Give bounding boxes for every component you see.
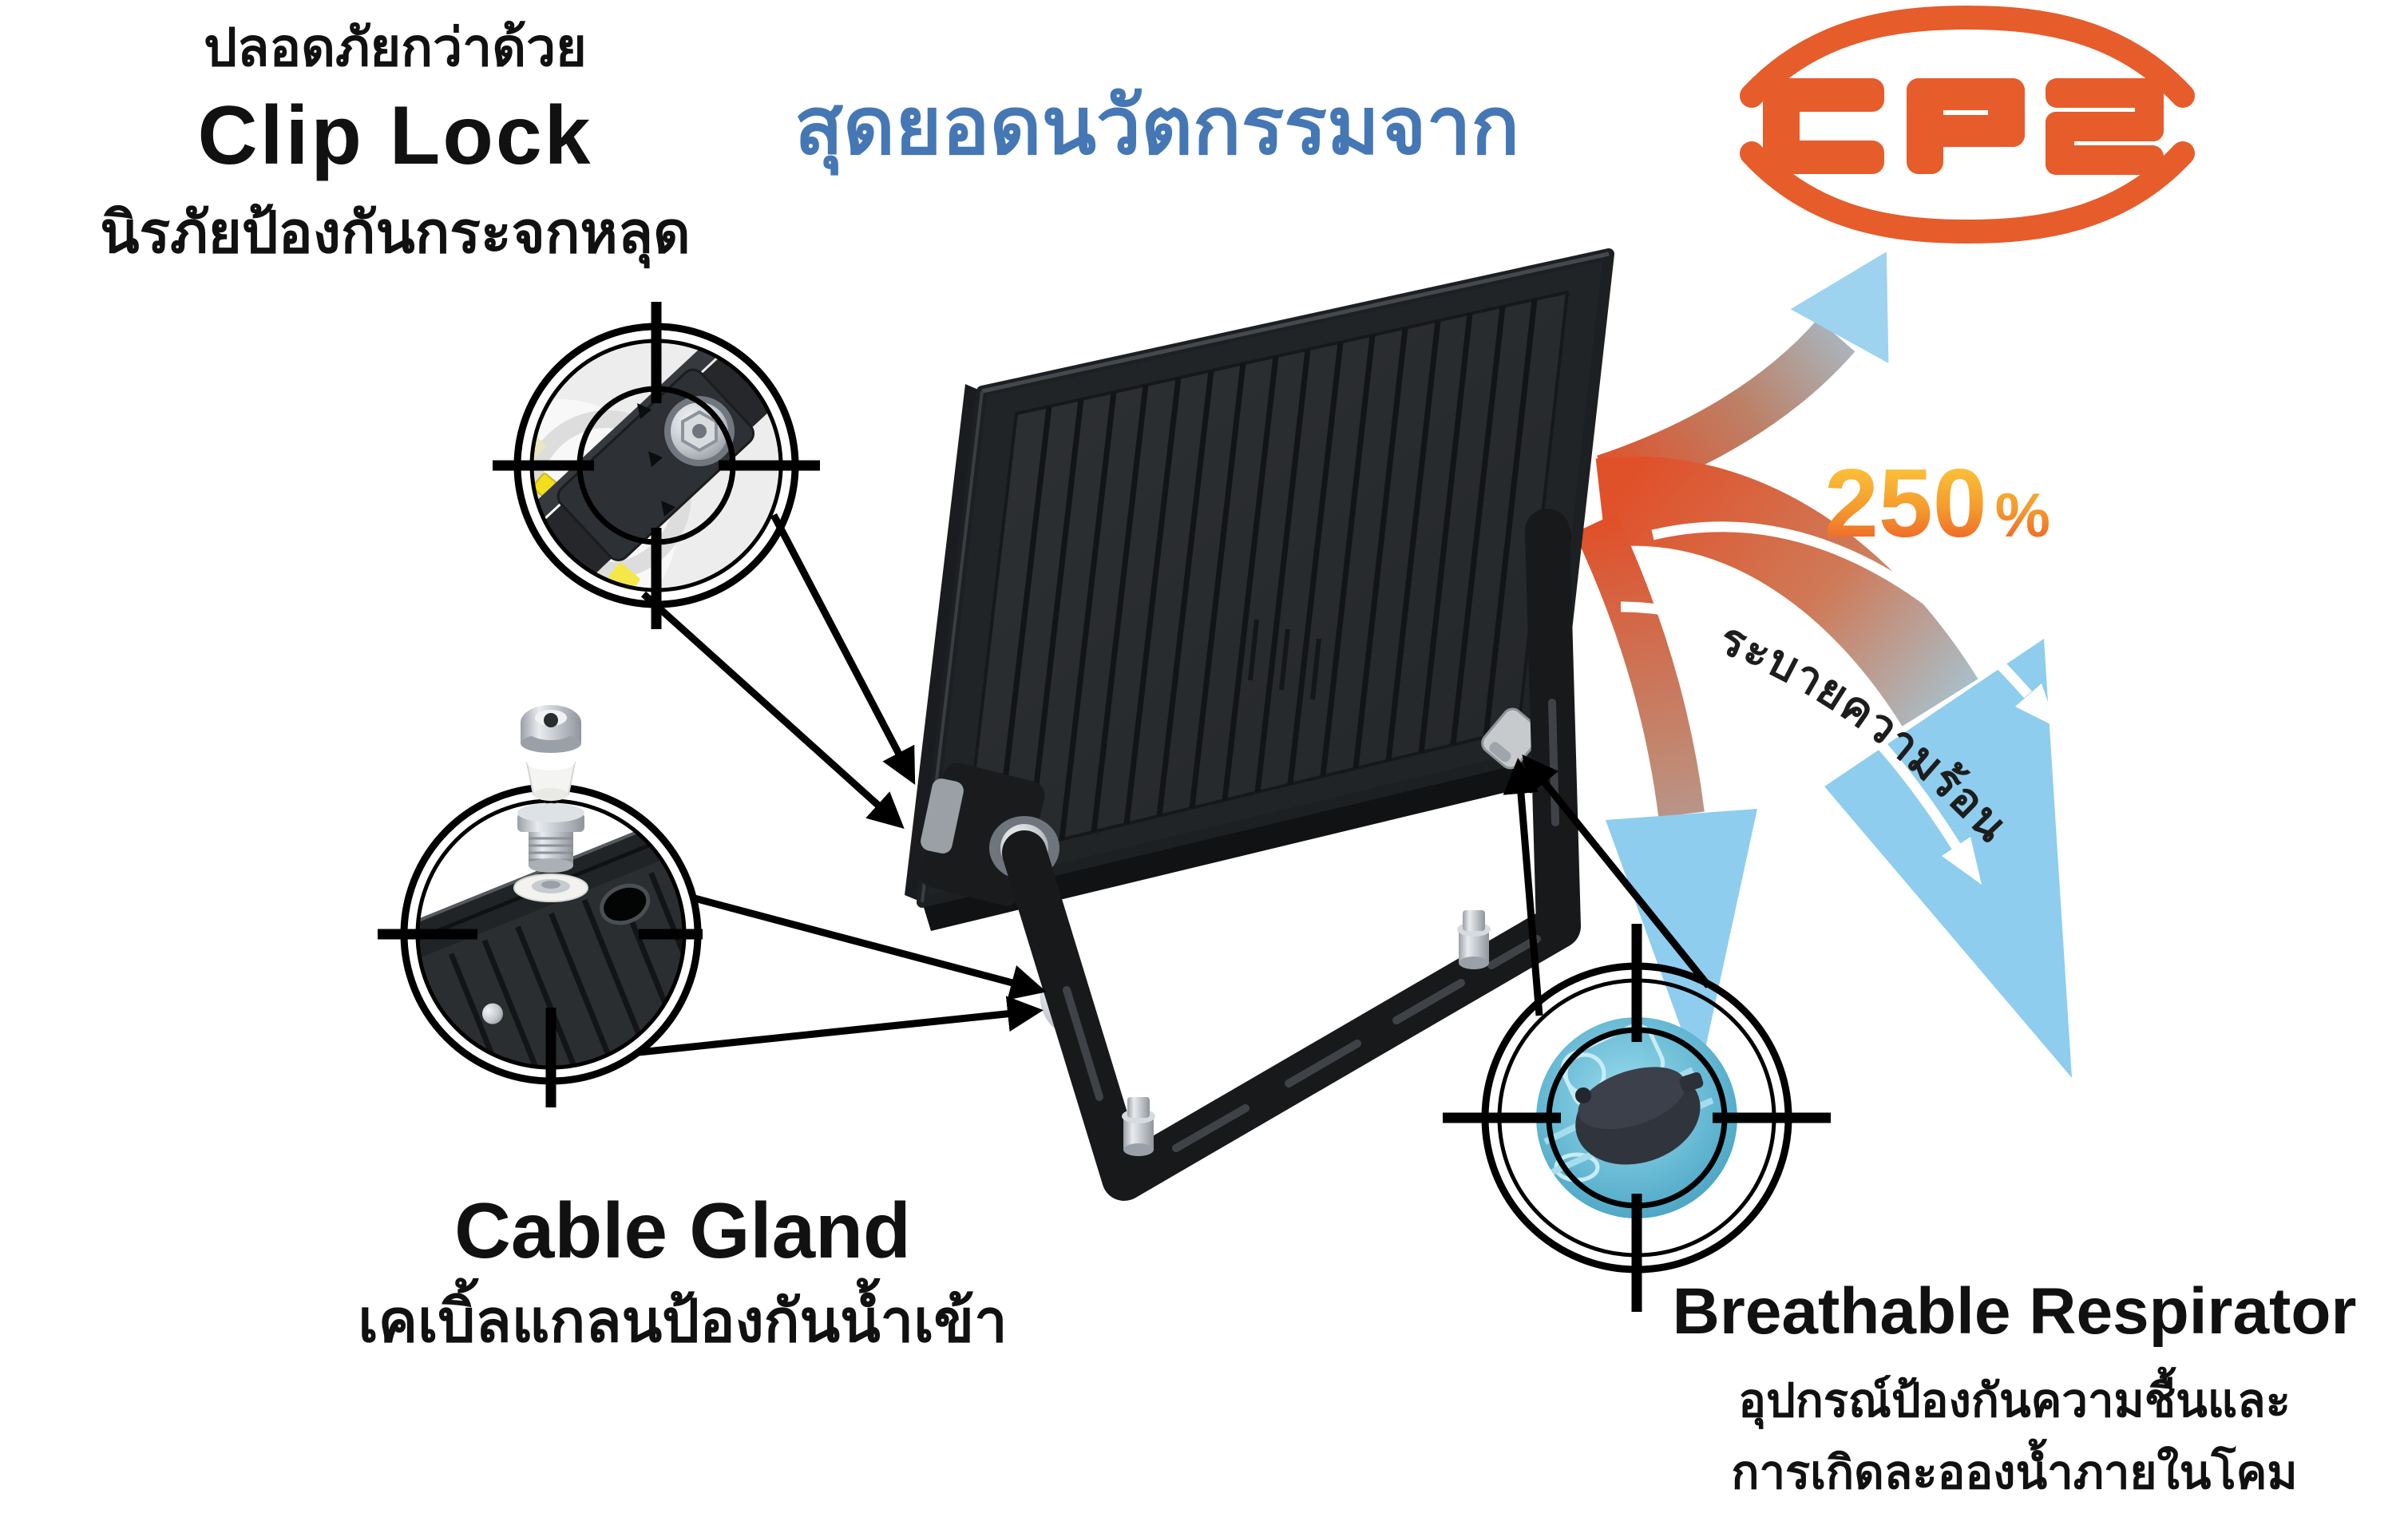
bracket-bolt-right bbox=[1457, 910, 1491, 969]
bracket-slots bbox=[1063, 699, 1559, 1152]
respirator-valve bbox=[1574, 1067, 1704, 1165]
floodlight bbox=[905, 248, 1614, 1201]
cliplock-text-block: ปลอดภัยกว่าด้วย Clip Lock นิรภัยป้องกันก… bbox=[48, 21, 743, 262]
cable-gland-text-block: Cable Gland เคเบิ้ลแกลนป้องกันน้ำเข้า bbox=[255, 1191, 1110, 1351]
respirator-reticle bbox=[1443, 924, 1831, 1312]
leader-gland-1 bbox=[690, 893, 1047, 1000]
cps-logo-letters bbox=[1763, 78, 2164, 175]
cps-logo-arcs bbox=[1740, 5, 2195, 244]
respirator-text-block: Breathable Respirator อุปกรณ์ป้องกันความ… bbox=[1621, 1279, 2408, 1509]
white-arrow-1-head bbox=[2015, 683, 2057, 727]
heat-arrow-down bbox=[1574, 513, 1705, 818]
cliplock-callout bbox=[493, 302, 820, 629]
respirator-description-line1: อุปกรณ์ป้องกันความชื้นและ bbox=[1738, 1375, 2291, 1427]
respirator-callout-photo bbox=[1536, 1017, 1737, 1218]
white-arrow-1 bbox=[1651, 521, 2032, 699]
leader-respirator-2 bbox=[1522, 754, 1712, 988]
heatsink-fins bbox=[993, 299, 1538, 856]
cable-gland-title: Cable Gland bbox=[454, 1186, 911, 1274]
cliplock-callout-photo bbox=[530, 339, 782, 592]
leader-respirator-1 bbox=[1503, 758, 1543, 1016]
leader-lines bbox=[638, 513, 1712, 1056]
respirator-description: อุปกรณ์ป้องกันความชื้นและ การเกิดละอองน้… bbox=[1621, 1365, 2408, 1509]
clip-teeth bbox=[637, 403, 675, 517]
lamp-bottom-face bbox=[922, 751, 1563, 931]
mounting-bracket bbox=[1002, 509, 1581, 1201]
cps-logo: CPS bbox=[1740, 5, 2195, 244]
cliplock-tagline: ปลอดภัยกว่าด้วย bbox=[204, 18, 587, 77]
lamp-top-edge-highlight bbox=[981, 252, 1610, 394]
leader-cliplock-2 bbox=[640, 591, 905, 830]
white-arrow-2-head bbox=[1942, 837, 1982, 885]
bracket-bolt-left bbox=[1122, 1097, 1155, 1156]
cable-gland-callout bbox=[378, 705, 703, 1107]
heat-arrow-down-head bbox=[1606, 809, 1757, 1078]
respirator-callout bbox=[1443, 924, 1831, 1312]
white-arrow-2 bbox=[1620, 601, 1961, 850]
respirator-title: Breathable Respirator bbox=[1672, 1275, 2357, 1348]
page-title: สุดยอดนวัตกรรมจาก bbox=[794, 81, 1520, 171]
leader-cliplock-1 bbox=[770, 513, 916, 785]
right-clip-lock bbox=[1481, 707, 1542, 770]
heat-percent-value: 250% bbox=[1824, 449, 2050, 557]
heat-dissipation-arrows bbox=[1574, 252, 2072, 1078]
cliplock-title: Clip Lock bbox=[197, 89, 593, 182]
leader-gland-2 bbox=[638, 996, 1044, 1056]
cliplock-reticle bbox=[493, 302, 820, 629]
respirator-description-line2: การเกิดละอองน้ำภายในโคม bbox=[1731, 1446, 2298, 1499]
cliplock-description: นิรภัยป้องกันกระจกหลุด bbox=[100, 201, 691, 265]
center-vents bbox=[1248, 619, 1321, 700]
cable-gland-description: เคเบิ้ลแกลนป้องกันน้ำเข้า bbox=[358, 1288, 1008, 1354]
heat-arrow-up-head bbox=[1790, 252, 1889, 363]
percent-sign: % bbox=[1995, 480, 2050, 550]
gland-exploded-parts bbox=[513, 705, 588, 902]
heat-arrow-main bbox=[1595, 456, 1978, 727]
